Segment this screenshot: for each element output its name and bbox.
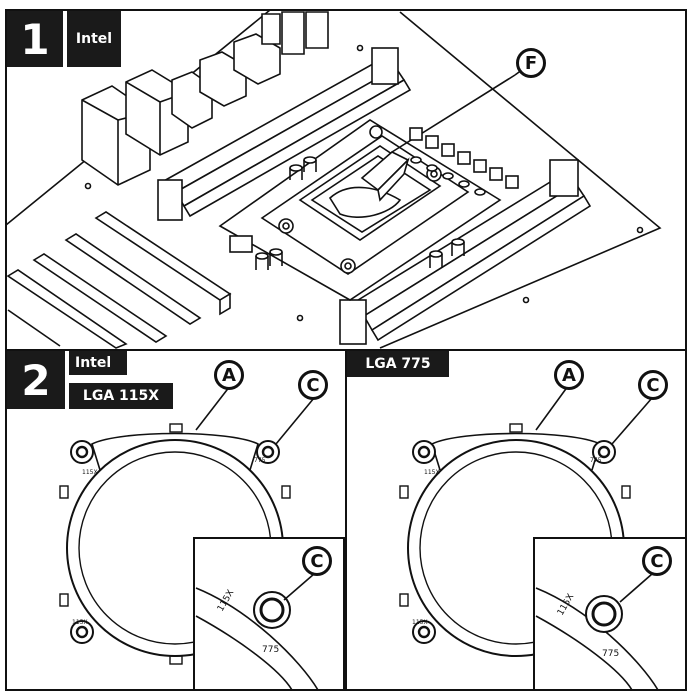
mark-775-inset-left: 775 bbox=[262, 645, 279, 655]
motherboard-illustration bbox=[5, 9, 662, 349]
socket-label-lga115x: LGA 115X bbox=[69, 383, 173, 409]
ram-slots-upper bbox=[157, 47, 412, 221]
vrm-components bbox=[229, 127, 519, 270]
mark-115x-ring-right: 115X bbox=[424, 469, 440, 476]
leader-a-left bbox=[195, 385, 231, 431]
callout-c-left: C bbox=[298, 370, 328, 400]
leader-a-right bbox=[535, 385, 569, 431]
step-number-1: 1 bbox=[7, 11, 63, 67]
leader-c-right bbox=[611, 397, 653, 445]
callout-c-inset-right: C bbox=[642, 546, 672, 576]
callout-a-left: A bbox=[214, 360, 244, 390]
callout-f: F bbox=[516, 48, 546, 78]
mark-115x-ring-left: 115X bbox=[82, 469, 98, 476]
mark-115x-ring-bottom-right: 115X bbox=[412, 619, 428, 626]
callout-c-inset-left: C bbox=[302, 546, 332, 576]
brand-label-step1: Intel bbox=[67, 11, 121, 67]
brand-label-step2: Intel bbox=[69, 351, 127, 375]
mounting-post-775-top-right bbox=[592, 440, 616, 464]
mark-775-ring-right: 775 bbox=[590, 457, 602, 464]
mark-775-inset-right: 775 bbox=[602, 649, 619, 659]
zoom-inset-lga115x bbox=[193, 537, 345, 691]
mark-115x-ring-bottom-left: 115X bbox=[72, 619, 88, 626]
rear-io-blocks bbox=[81, 11, 329, 186]
mark-775-ring-left: 775 bbox=[254, 457, 266, 464]
socket-label-lga775: LGA 775 bbox=[347, 351, 449, 377]
ram-slots-lower bbox=[339, 159, 592, 345]
mounting-post-775-top-left bbox=[412, 440, 436, 464]
mounting-post-775-bottom-left bbox=[412, 620, 436, 644]
pcie-slots bbox=[6, 211, 232, 349]
mounting-post-top-left bbox=[70, 440, 94, 464]
leader-c-left bbox=[275, 397, 315, 445]
mounting-post-top-right bbox=[256, 440, 280, 464]
callout-a-right: A bbox=[554, 360, 584, 390]
callout-c-right: C bbox=[638, 370, 668, 400]
mounting-post-bottom-left bbox=[70, 620, 94, 644]
step-number-2: 2 bbox=[7, 351, 65, 409]
